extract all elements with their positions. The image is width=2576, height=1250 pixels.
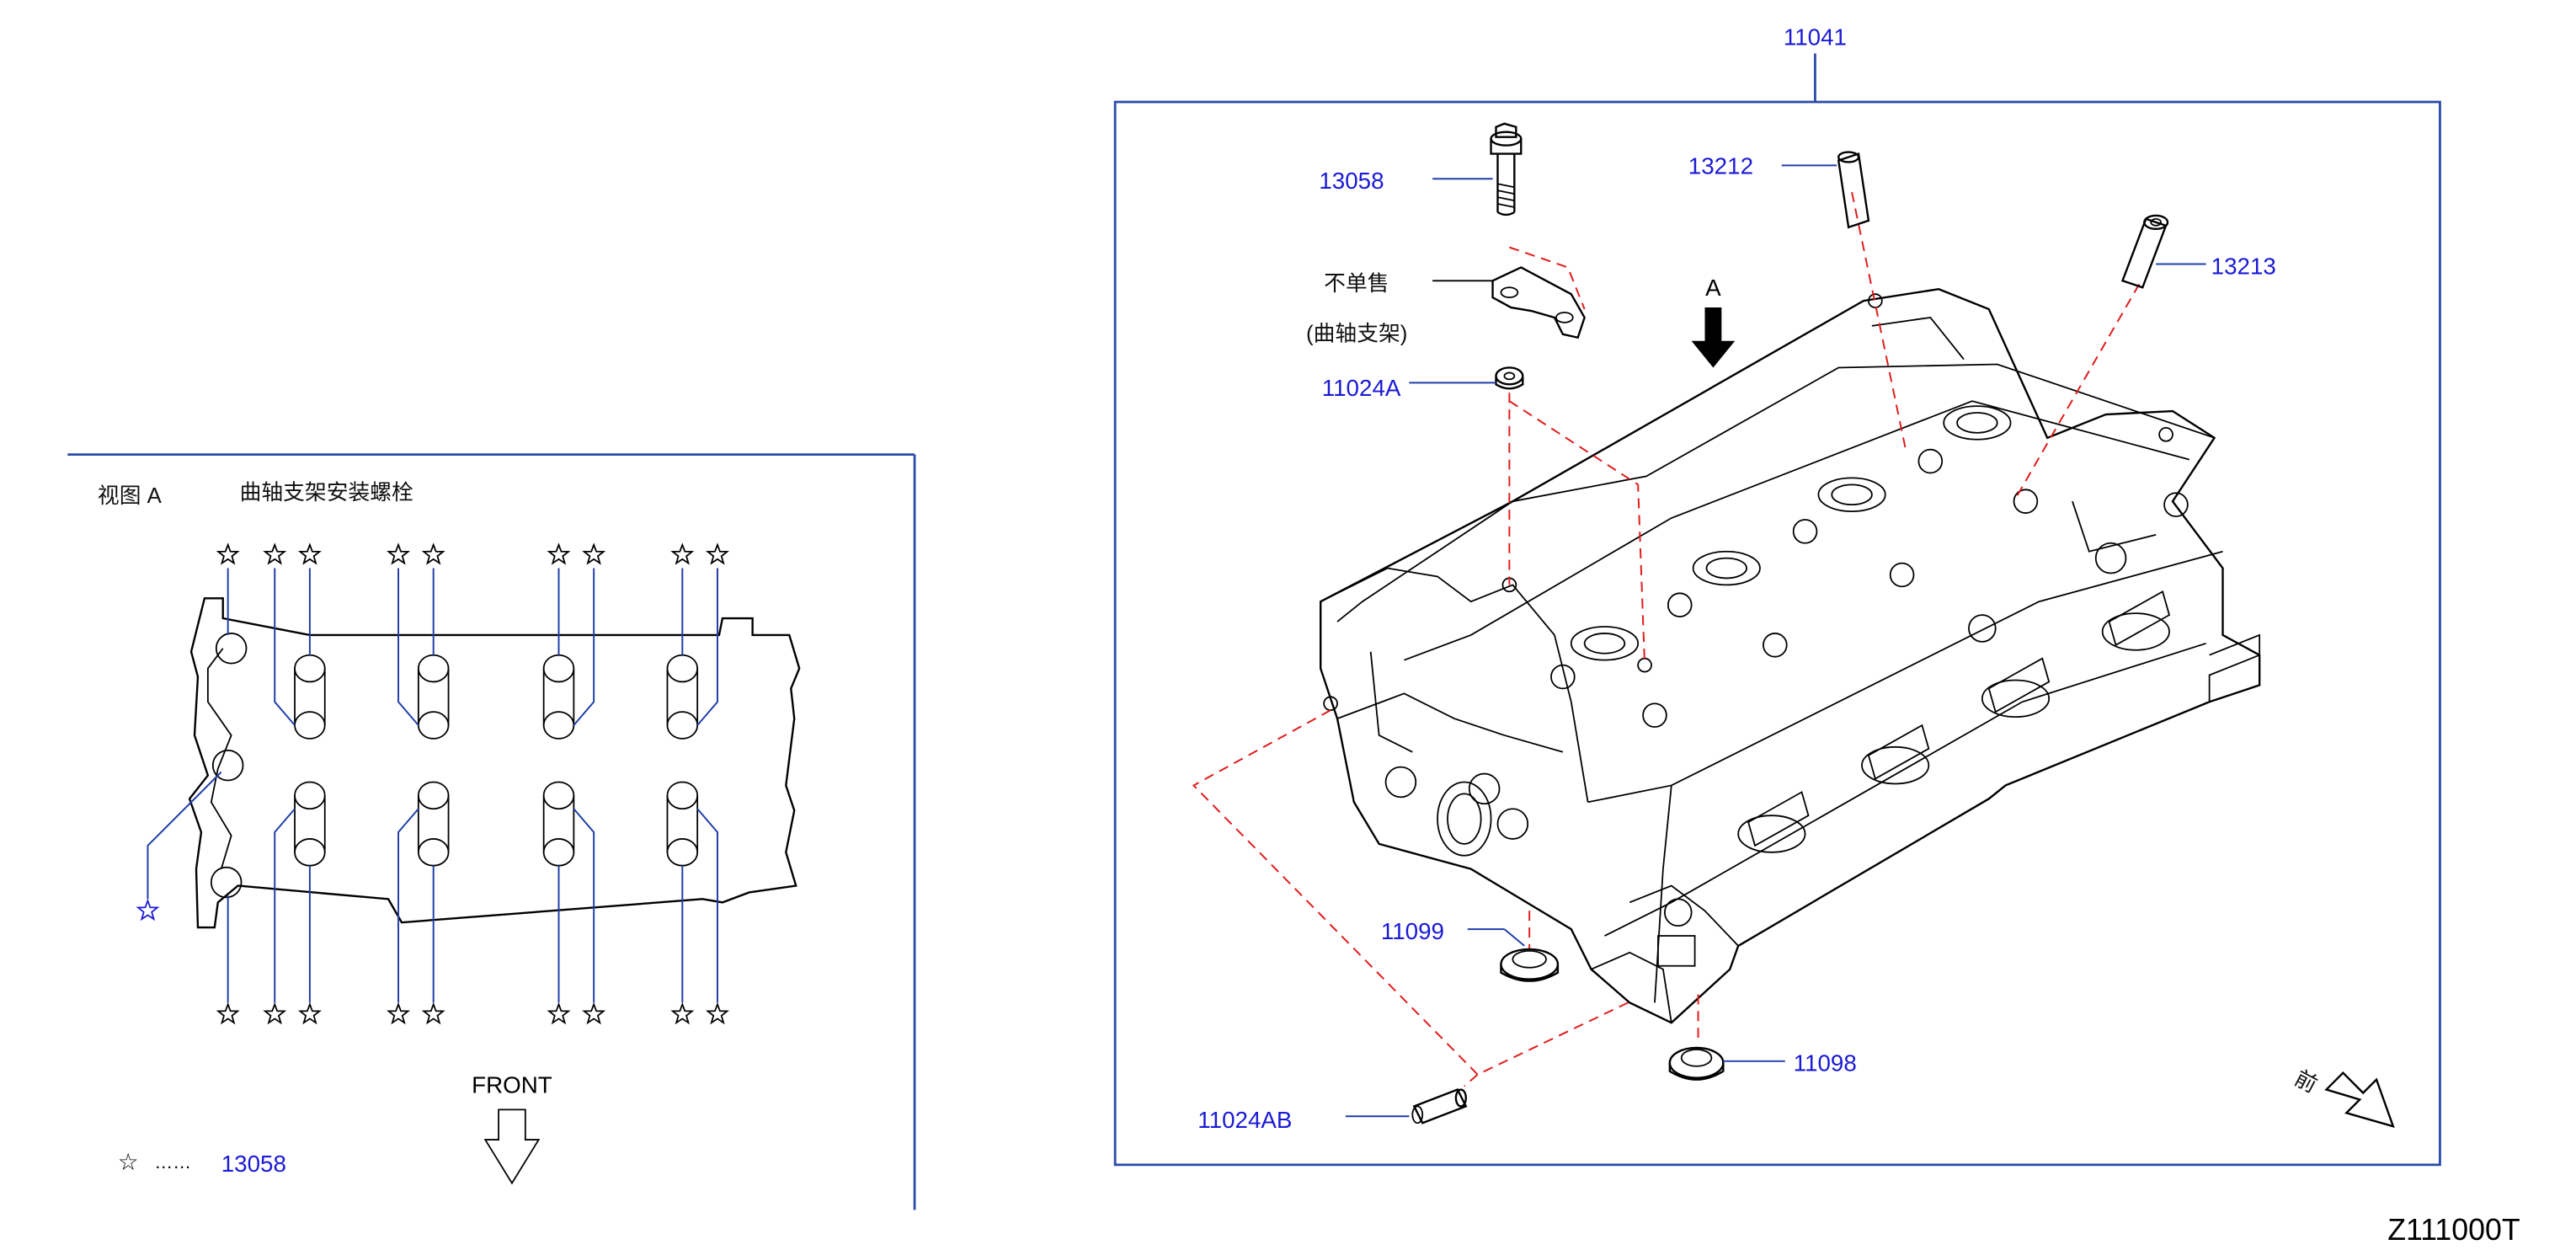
dowel-pin-11024AB[interactable] — [1411, 1088, 1468, 1124]
assembly-number[interactable]: 11041 — [1784, 24, 1847, 51]
front-direction-arrow-icon — [2324, 1071, 2395, 1128]
front-arrow-icon — [483, 1108, 541, 1185]
part-label-11024A[interactable]: 11024A — [1322, 375, 1401, 401]
view-a-title: 视图 A — [98, 483, 163, 508]
legend-symbol: ☆ — [118, 1149, 139, 1175]
guide-13213[interactable] — [2120, 214, 2169, 289]
front-label: FRONT — [472, 1072, 552, 1098]
assembly-leaders — [1192, 191, 2141, 1087]
bracket-note: 不单售 — [1324, 271, 1389, 296]
block-outline — [188, 597, 801, 929]
dowel-11024A[interactable] — [1495, 366, 1524, 390]
part-label-11099[interactable]: 11099 — [1381, 918, 1444, 944]
plug-11099[interactable] — [1500, 948, 1560, 982]
part-label-13212[interactable]: 13212 — [1688, 152, 1753, 179]
bore-hole — [215, 633, 248, 665]
cylinder-head — [1319, 287, 2261, 1024]
view-a-arrow-icon — [1691, 307, 1736, 368]
drawing-code: Z111000T — [2387, 1213, 2520, 1247]
view-a-marker: A — [1705, 275, 1721, 301]
front-direction-label: 前 — [2291, 1066, 2321, 1098]
view-a-detail: 视图 A 曲轴支架安装螺栓 — [67, 453, 916, 1210]
part-label-13058[interactable]: 13058 — [1319, 168, 1384, 194]
bore-hole — [211, 749, 244, 782]
bolt-bosses — [294, 654, 699, 867]
assembly-frame — [1113, 100, 2441, 1167]
bolt-13058[interactable] — [1490, 122, 1523, 216]
plug-11098[interactable] — [1668, 1046, 1725, 1081]
view-a-subtitle: 曲轴支架安装螺栓 — [240, 480, 413, 505]
bottom-leaders — [147, 771, 718, 1003]
crankshaft-bracket — [1491, 266, 1586, 339]
part-label-11098[interactable]: 11098 — [1794, 1050, 1857, 1076]
legend-dots: …… — [154, 1151, 191, 1173]
top-leaders — [227, 568, 718, 726]
part-label-11024AB[interactable]: 11024AB — [1197, 1107, 1292, 1133]
legend-part-number: 13058 — [221, 1151, 286, 1177]
guide-13212[interactable] — [1837, 151, 1870, 229]
bracket-note-name: (曲轴支架) — [1306, 322, 1407, 346]
bore-hole — [210, 866, 243, 899]
main-view: 11041 — [1113, 24, 2441, 1167]
part-label-13213[interactable]: 13213 — [2211, 253, 2276, 279]
